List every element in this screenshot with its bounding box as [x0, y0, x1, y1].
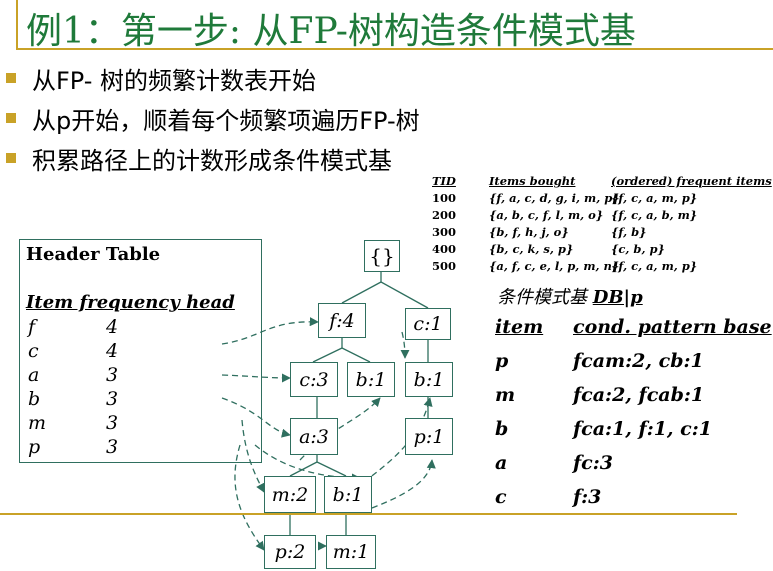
cond-pattern-base-title: 条件模式基 DB|p	[497, 287, 643, 308]
tree-node-b1: b:1	[405, 362, 453, 397]
tree-node-m1: m:1	[326, 535, 376, 569]
tree-node-b1: b:1	[324, 476, 372, 513]
title-underline	[16, 48, 773, 50]
tree-node-c1: c:1	[405, 308, 451, 340]
footer-rule	[0, 513, 737, 515]
bullet-item: 积累路径上的计数形成条件模式基	[6, 138, 420, 178]
tree-node-f4: f:4	[318, 303, 366, 338]
bullet-square-icon	[6, 153, 16, 163]
header-table-title: Header Table	[26, 244, 161, 265]
tree-node-a3: a:3	[290, 418, 338, 455]
tree-node-b1: b:1	[347, 362, 395, 397]
header-table-columns: Item frequency head	[26, 292, 235, 313]
tree-node-m2: m:2	[264, 476, 316, 513]
tree-node-c3: c:3	[290, 362, 338, 397]
bullet-square-icon	[6, 73, 16, 83]
bullet-square-icon	[6, 113, 16, 123]
title-accent-bar	[16, 0, 18, 50]
bullet-item: 从p开始，顺着每个频繁项遍历FP-树	[6, 98, 420, 138]
tree-node-p1: p:1	[405, 418, 453, 455]
slide-title: 例1：第一步: 从FP-树构造条件模式基	[26, 11, 636, 52]
bullet-list: 从FP- 树的频繁计数表开始 从p开始，顺着每个频繁项遍历FP-树 积累路径上的…	[6, 58, 420, 178]
tree-node-root: {}	[364, 240, 400, 272]
bullet-item: 从FP- 树的频繁计数表开始	[6, 58, 420, 98]
tree-node-p2: p:2	[264, 535, 316, 569]
